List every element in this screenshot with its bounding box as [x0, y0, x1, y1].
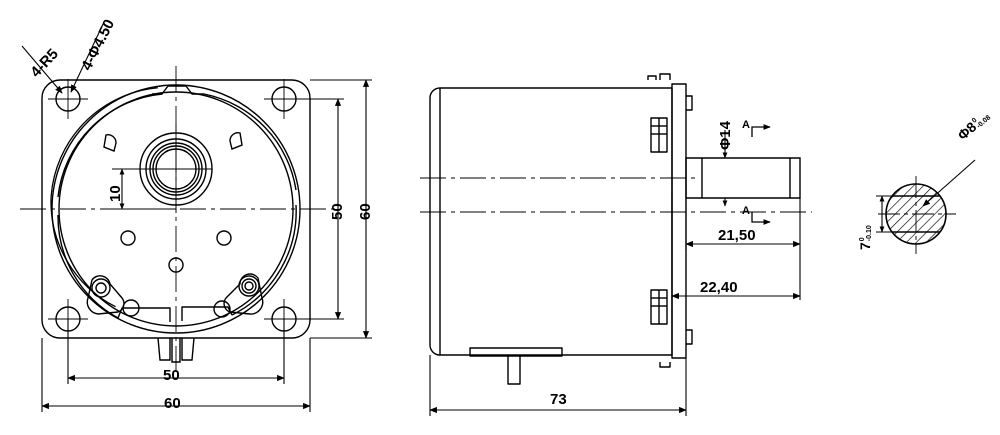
hub-offset-label: 10	[107, 185, 124, 202]
shaft-length-label: 21,50	[718, 227, 756, 244]
front-view-leaders	[21, 21, 105, 94]
flange-length-label: 22,40	[700, 279, 738, 296]
side-view-geometry	[429, 73, 693, 385]
front-view-internal-features	[86, 132, 264, 318]
side-view-dimension-lines	[429, 130, 801, 416]
body-height-label: 60	[357, 203, 374, 220]
shaft-flat-tol-upper: 0	[858, 237, 866, 242]
front-view-dimension-lines	[41, 79, 372, 412]
section-arrow-markers	[751, 124, 771, 225]
body-width-label: 60	[164, 395, 181, 412]
bolt-pitch-vertical-label: 50	[329, 203, 346, 220]
section-mark-top-label: A	[742, 119, 750, 131]
shaft-flat-height-value: 7	[857, 242, 873, 250]
shaft-diameter-label: Φ14	[717, 121, 734, 150]
section-a-a-geometry	[876, 159, 976, 254]
side-view-centerlines	[420, 177, 812, 213]
bolt-pitch-horizontal-label: 50	[163, 367, 180, 384]
side-view-shaft	[685, 157, 801, 199]
shaft-flat-tol-lower: -0.10	[866, 225, 874, 242]
front-view-centerlines	[20, 66, 336, 374]
body-depth-label: 73	[550, 391, 567, 408]
section-mark-bottom-label: A	[742, 205, 750, 217]
